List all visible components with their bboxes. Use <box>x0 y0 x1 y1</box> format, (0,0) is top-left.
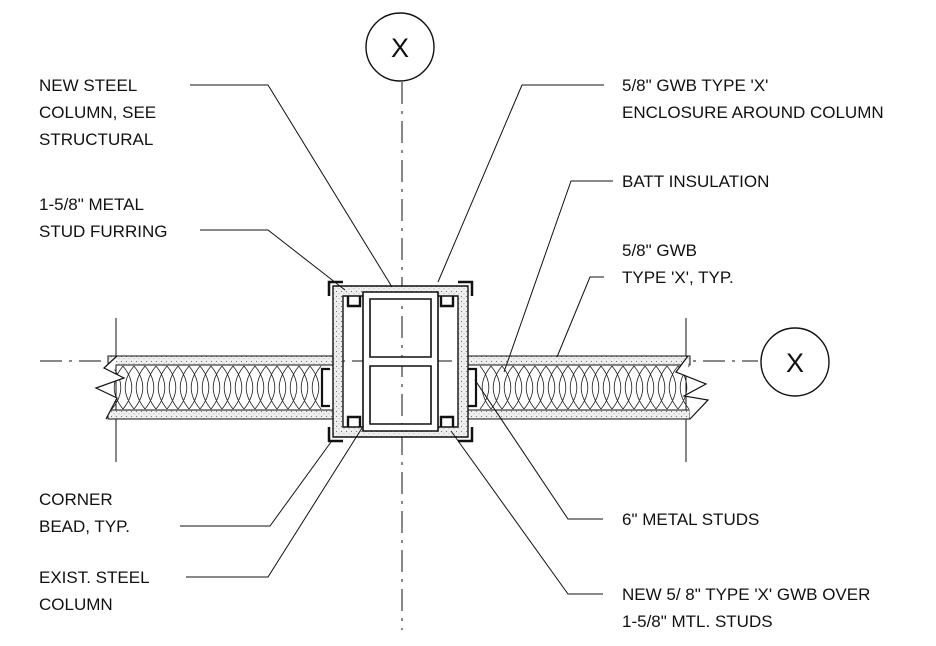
steel-column-section <box>362 291 439 432</box>
furring-studs <box>346 296 455 427</box>
left-wall-break-line <box>94 355 126 420</box>
left-wall <box>94 355 337 420</box>
right-wall <box>463 355 710 420</box>
left-wall-gwb-bottom <box>107 409 337 420</box>
svg-text:5/8" GWB: 5/8" GWB <box>622 241 697 260</box>
leader-exist-column <box>186 427 363 578</box>
left-wall-batt-insulation <box>111 365 322 410</box>
grid-marker-vertical: X <box>365 12 435 82</box>
svg-text:5/8" GWB TYPE 'X': 5/8" GWB TYPE 'X' <box>622 76 768 95</box>
label-gwb-enclosure: 5/8" GWB TYPE 'X' ENCLOSURE AROUND COLUM… <box>622 76 884 122</box>
label-batt-insulation: BATT INSULATION <box>622 172 769 191</box>
label-corner-bead: CORNER BEAD, TYP. <box>39 490 130 536</box>
label-exist-column: EXIST. STEEL COLUMN <box>39 568 150 614</box>
right-wall-break-line <box>675 355 710 420</box>
wall-extent-lines <box>115 318 687 462</box>
leader-batt-insulation <box>503 180 613 373</box>
right-wall-metal-stud <box>468 367 478 408</box>
svg-text:NEW STEEL: NEW STEEL <box>39 76 137 95</box>
label-metal-studs: 6" METAL STUDS <box>622 510 759 529</box>
leader-stud-furring <box>200 229 346 291</box>
left-wall-metal-stud <box>320 367 330 408</box>
leader-gwb-typ <box>556 276 604 358</box>
label-stud-furring: 1-5/8" METAL STUD FURRING <box>39 195 167 241</box>
leader-gwb-enclosure <box>437 84 604 283</box>
svg-text:STUD FURRING: STUD FURRING <box>39 222 167 241</box>
svg-text:ENCLOSURE AROUND COLUMN: ENCLOSURE AROUND COLUMN <box>622 103 884 122</box>
svg-text:NEW 5/ 8" TYPE 'X' GWB OVER: NEW 5/ 8" TYPE 'X' GWB OVER <box>622 585 870 604</box>
svg-text:EXIST. STEEL: EXIST. STEEL <box>39 568 150 587</box>
label-gwb-typ: 5/8" GWB TYPE 'X', TYP. <box>622 241 734 287</box>
svg-text:1-5/8" MTL. STUDS: 1-5/8" MTL. STUDS <box>622 612 773 631</box>
grid-marker-vertical-text: X <box>391 33 409 63</box>
svg-text:BEAD, TYP.: BEAD, TYP. <box>39 517 130 536</box>
svg-text:BATT INSULATION: BATT INSULATION <box>622 172 769 191</box>
leader-metal-studs <box>474 379 603 520</box>
column-enclosure <box>327 280 474 443</box>
svg-text:COLUMN: COLUMN <box>39 595 113 614</box>
corner-beads <box>327 280 474 443</box>
svg-text:STRUCTURAL: STRUCTURAL <box>39 130 153 149</box>
svg-text:1-5/8" METAL: 1-5/8" METAL <box>39 195 144 214</box>
leader-lines <box>180 84 613 595</box>
svg-text:TYPE 'X', TYP.: TYPE 'X', TYP. <box>622 268 734 287</box>
leader-new-steel-column <box>190 84 393 288</box>
svg-text:CORNER: CORNER <box>39 490 113 509</box>
svg-text:COLUMN, SEE: COLUMN, SEE <box>39 103 156 122</box>
leader-corner-bead <box>180 441 332 527</box>
svg-text:6" METAL STUDS: 6" METAL STUDS <box>622 510 759 529</box>
label-new-gwb-over: NEW 5/ 8" TYPE 'X' GWB OVER 1-5/8" MTL. … <box>622 585 870 631</box>
left-wall-gwb-top <box>107 355 337 366</box>
leader-new-gwb-over <box>450 430 603 595</box>
grid-marker-horizontal: X <box>760 327 830 397</box>
callout-labels: NEW STEEL COLUMN, SEE STRUCTURAL 5/8" GW… <box>39 76 884 631</box>
grid-marker-horizontal-text: X <box>786 348 804 378</box>
right-wall-batt-insulation <box>479 365 690 410</box>
right-wall-gwb-top <box>463 355 691 366</box>
label-new-steel-column: NEW STEEL COLUMN, SEE STRUCTURAL <box>39 76 156 149</box>
